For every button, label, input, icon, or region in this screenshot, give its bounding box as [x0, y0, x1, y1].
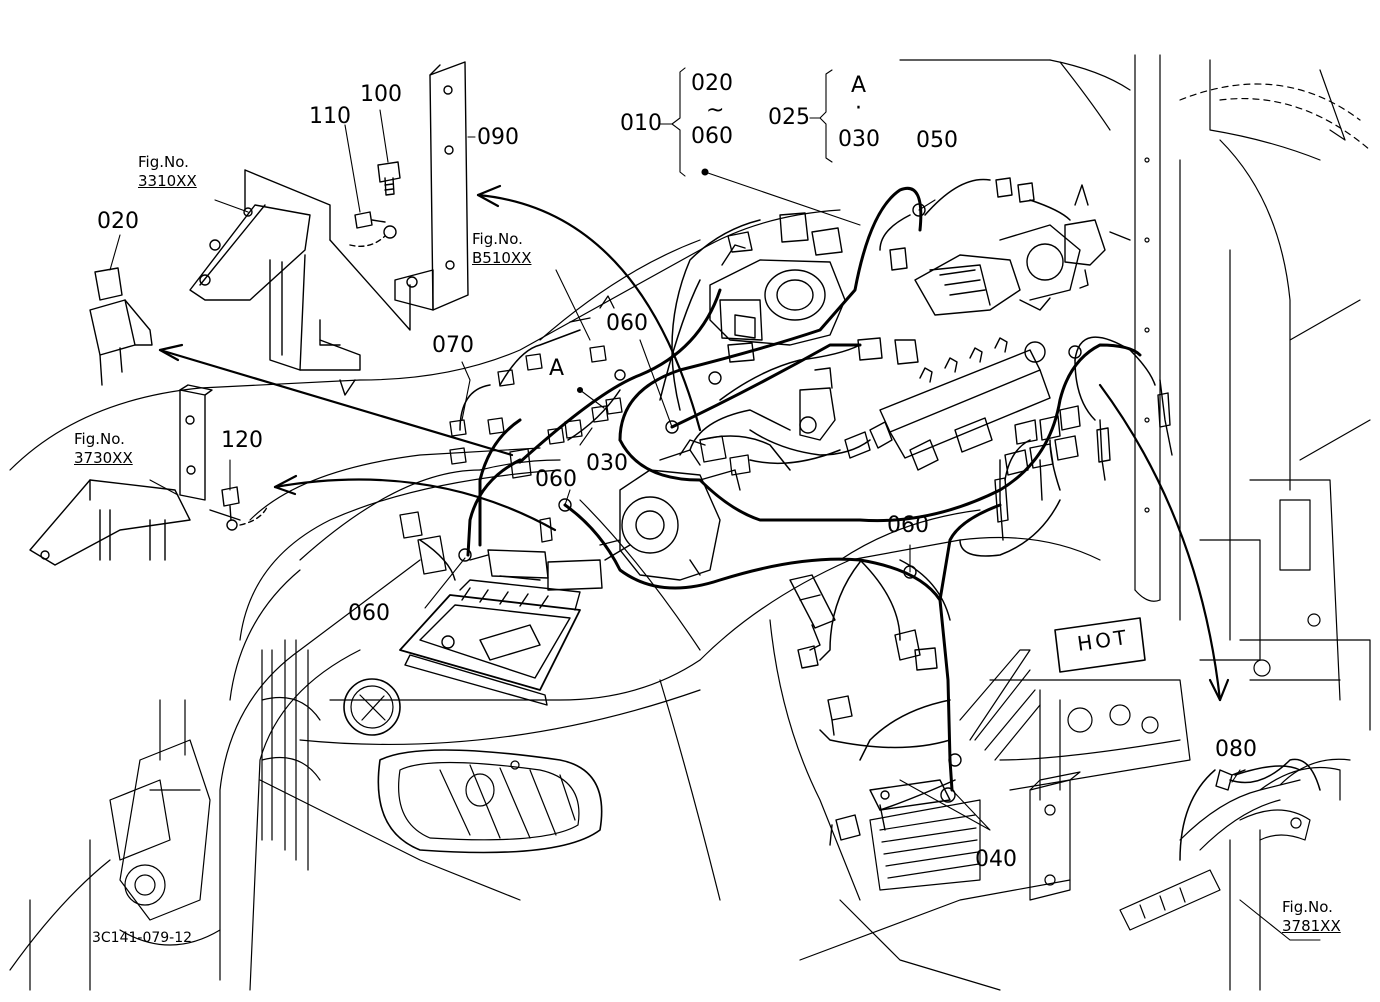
- callout-050: 050: [916, 128, 958, 153]
- front-grille: [9, 639, 603, 991]
- leader-arrows: [158, 184, 1230, 702]
- bracket-3730: [29, 384, 241, 566]
- sensors-lower: [789, 574, 962, 846]
- callout-020-range-start: 020: [691, 71, 733, 96]
- callout-030-group: 030: [838, 127, 880, 152]
- bolt-110: [349, 211, 397, 248]
- fig-ref-number: 3310XX: [138, 171, 197, 190]
- fig-ref-number: 3781XX: [1282, 916, 1341, 935]
- callout-060-left: 060: [348, 601, 390, 626]
- bolt-100: [377, 161, 401, 196]
- callout-range-tilde: ~: [706, 98, 725, 123]
- pointer-lines: [109, 67, 1321, 941]
- fig-ref-3310xx[interactable]: Fig.No. 3310XX: [138, 153, 197, 191]
- fig-ref-label: Fig.No.: [138, 153, 189, 171]
- callout-060-range-end: 060: [691, 124, 733, 149]
- callout-a-detail: A: [549, 356, 565, 381]
- fig-ref-3781xx[interactable]: Fig.No. 3781XX: [1282, 898, 1341, 936]
- bolt-120: [221, 486, 269, 531]
- callout-a-group: A: [851, 73, 867, 98]
- egr-valve: [889, 177, 1131, 316]
- bracket-3310: [189, 169, 411, 396]
- callout-060-upper: 060: [606, 311, 648, 336]
- throttle-body: [708, 212, 846, 385]
- callout-070: 070: [432, 333, 474, 358]
- drawing-code: 3C141-079-12: [92, 930, 193, 946]
- fig-ref-number: B510XX: [472, 248, 532, 267]
- callout-010: 010: [620, 111, 662, 136]
- common-rail: [799, 337, 1051, 471]
- callout-030: 030: [586, 451, 628, 476]
- callout-110: 110: [309, 104, 351, 129]
- branch-wires: [419, 178, 1321, 861]
- callout-090: 090: [477, 125, 519, 150]
- callout-060-middle: 060: [535, 467, 577, 492]
- callout-080: 080: [1215, 737, 1257, 762]
- injection-pump: [599, 439, 741, 581]
- callout-dot: ·: [855, 96, 862, 121]
- ecu-controller: [399, 549, 603, 706]
- bracket-090: [394, 61, 469, 311]
- tractor-body-outline: [9, 54, 1371, 991]
- engine-bay-right: [869, 617, 1351, 991]
- relay-020: [89, 267, 153, 386]
- fig-ref-3730xx[interactable]: Fig.No. 3730XX: [74, 430, 133, 468]
- callout-120: 120: [221, 428, 263, 453]
- fig-ref-number: 3730XX: [74, 448, 133, 467]
- callout-100: 100: [360, 82, 402, 107]
- callout-060-right: 060: [887, 513, 929, 538]
- fig-ref-b510xx[interactable]: Fig.No. B510XX: [472, 230, 531, 268]
- callout-025: 025: [768, 105, 810, 130]
- callout-040: 040: [975, 847, 1017, 872]
- fig-ref-label: Fig.No.: [1282, 898, 1333, 916]
- fig-ref-label: Fig.No.: [74, 430, 125, 448]
- callout-020: 020: [97, 209, 139, 234]
- clamps: [458, 203, 1246, 791]
- fig-ref-label: Fig.No.: [472, 230, 523, 248]
